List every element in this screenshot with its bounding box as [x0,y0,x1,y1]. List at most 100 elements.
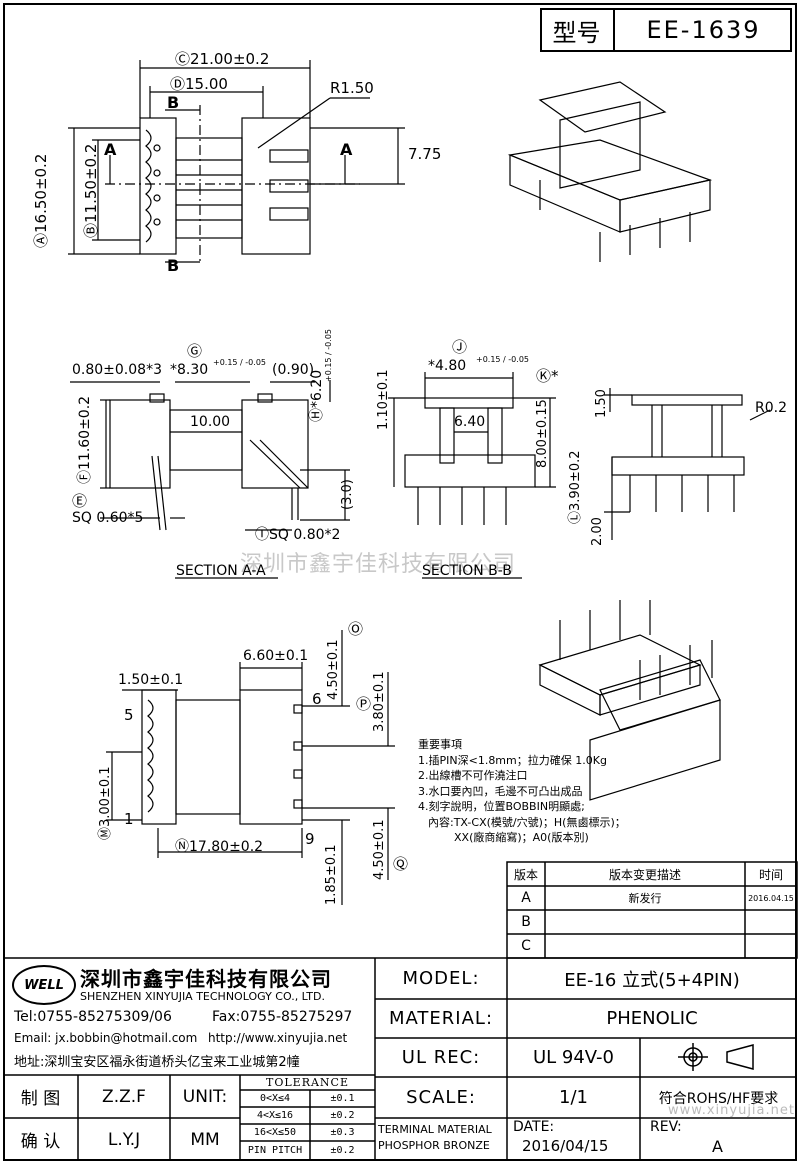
tol-value: ±0.3 [330,1127,355,1138]
dim-150-side: 1.50 [594,389,609,418]
dim-q-circle: Ⓠ [393,855,409,873]
tol-value: ±0.2 [330,1110,355,1121]
model-number-label: 型号 [552,18,601,47]
drawn-label: 制 图 [20,1089,61,1109]
cut-a-left: A [104,140,117,159]
dim-200: 2.00 [590,517,605,546]
web-watermark: www.xinyujia.net [668,1103,795,1118]
ul-rec-value: UL 94V-0 [532,1047,615,1068]
dim-090: (0.90) [272,362,315,378]
model-number-box [540,8,792,52]
dim-o: 4.50±0.1 [326,639,341,700]
tol-range: PIN PITCH [247,1144,303,1156]
note-line: XX(廠商縮寫)；A0(版本別) [454,831,589,844]
dim-150-bottom: 1.50±0.1 [118,672,184,688]
company-name-en: SHENZHEN XINYUJIA TECHNOLOGY CO., LTD. [80,990,325,1003]
section-aa-title: SECTION A-A [176,563,266,579]
dim-j-circle: Ⓙ [452,338,468,356]
date-value: 2016/04/15 [522,1137,609,1155]
header-divider [613,8,615,52]
section-bb-title: SECTION B-B [422,563,512,579]
rev-header-desc: 版本变更描述 [608,867,681,882]
note-line: 2.出線槽不可作澆注口 [418,769,528,782]
rohs-compliance: 符合ROHS/HF要求 [658,1090,779,1107]
pin-9-label: 9 [305,830,315,848]
ul-rec-label: UL REC: [401,1047,481,1068]
side-view-outline [611,394,745,512]
dim-830-tol: +0.15 / -0.05 [213,358,266,367]
terminal-material-label: TERMINAL MATERIAL [378,1123,492,1136]
pin-5-label: 5 [124,706,134,724]
note-line: 1.插PIN深<1.8mm；拉力確保 1.0Kg [418,753,607,767]
dim-k: Ⓚ* [536,367,559,385]
dim-o-circle: Ⓞ [348,620,364,638]
check-label: 确 认 [20,1132,61,1152]
dim-480-tol: +0.15 / -0.05 [476,355,529,364]
material-label: MATERIAL: [388,1008,494,1029]
tol-range: 0<X≤4 [259,1093,291,1104]
rev-row-a-ver: A [521,890,531,906]
dim-640: 6.40 [454,414,486,430]
model-label: MODEL: [402,968,480,989]
notes-title: 重要事項 [418,738,462,751]
note-line: 3.水口要內凹，毛邊不可凸出成品 [418,784,583,798]
projection-symbol [678,1043,754,1071]
dim-800: 8.00±0.15 [535,399,550,468]
dim-b: Ⓑ11.50±0.2 [82,143,100,238]
isometric-view-bottom [538,600,721,801]
rev-row-c-ver: C [521,938,531,954]
material-value: PHENOLIC [606,1008,698,1029]
tol-value: ±0.2 [330,1144,355,1156]
tol-range: 4<X≤16 [256,1110,294,1121]
dim-h: Ⓗ*6.20 [309,369,325,422]
rev-row-a-date: 2016.04.15 [748,893,794,903]
dim-110: 1.10±0.1 [376,369,391,430]
logo-text: WELL [24,977,64,993]
dim-660: 6.60±0.1 [243,648,309,664]
dim-185: 1.85±0.1 [324,844,339,905]
company-logo: WELL [12,965,76,1005]
radius-r150: R1.50 [330,79,374,97]
company-fax: Fax:0755-85275297 [212,1009,353,1025]
watermark: 深圳市鑫宇佳科技有限公司 [240,552,517,577]
note-line: 4.刻字說明，位置BOBBIN明顯處; [418,800,585,813]
dim-p-circle: Ⓟ [356,695,372,713]
terminal-material: TERMINAL MATERIAL PHOSPHOR BRONZE [378,1122,492,1154]
company-web: http://www.xinyujia.net [208,1031,348,1045]
scale-label: SCALE: [406,1087,476,1108]
rev-value: A [712,1137,723,1156]
dim-e-circle: Ⓔ [72,492,88,510]
dim-p: 3.80±0.1 [372,671,387,732]
company-name-cn: 深圳市鑫宇佳科技有限公司 [80,967,332,991]
model-value: EE-16 立式(5+4PIN) [564,969,740,991]
cut-a-right: A [340,140,353,159]
rev-label: REV: [650,1119,682,1135]
model-number: EE-1639 [646,16,761,44]
company-email: Email: jx.bobbin@hotmail.com [14,1031,198,1045]
dim-h-tol: +0.15 / -0.05 [324,329,333,382]
dim-775: 7.75 [408,145,442,163]
dim-3: (3.0) [340,479,355,510]
note-line: 內容:TX-CX(模號/穴號)；H(無鹵標示)； [428,815,626,829]
sq-i: ⒾSQ 0.80*2 [255,527,341,543]
radius-r02: R0.2 [755,400,787,416]
rev-row-a-desc: 新发行 [628,892,662,905]
isometric-view-top [507,81,713,262]
cut-b-bottom: B [167,256,180,275]
top-view-outline [139,117,311,255]
dim-080: 0.80±0.08*3 [72,362,162,378]
cut-b-top: B [167,93,180,112]
dim-c: Ⓒ21.00±0.2 [175,50,270,68]
dim-g-circle: Ⓖ [187,342,203,360]
terminal-material-value: PHOSPHOR BRONZE [378,1139,490,1152]
company-tel: Tel:0755-85275309/06 [14,1009,172,1025]
dim-10: 10.00 [190,414,231,430]
pin-6-label: 6 [312,690,322,708]
tolerance-title: TOLERANCE [266,1076,349,1089]
unit-value: MM [190,1129,220,1150]
dim-n: Ⓝ17.80±0.2 [175,839,264,855]
scale-value: 1/1 [559,1087,588,1108]
drawn-by: Z.Z.F [102,1086,146,1107]
